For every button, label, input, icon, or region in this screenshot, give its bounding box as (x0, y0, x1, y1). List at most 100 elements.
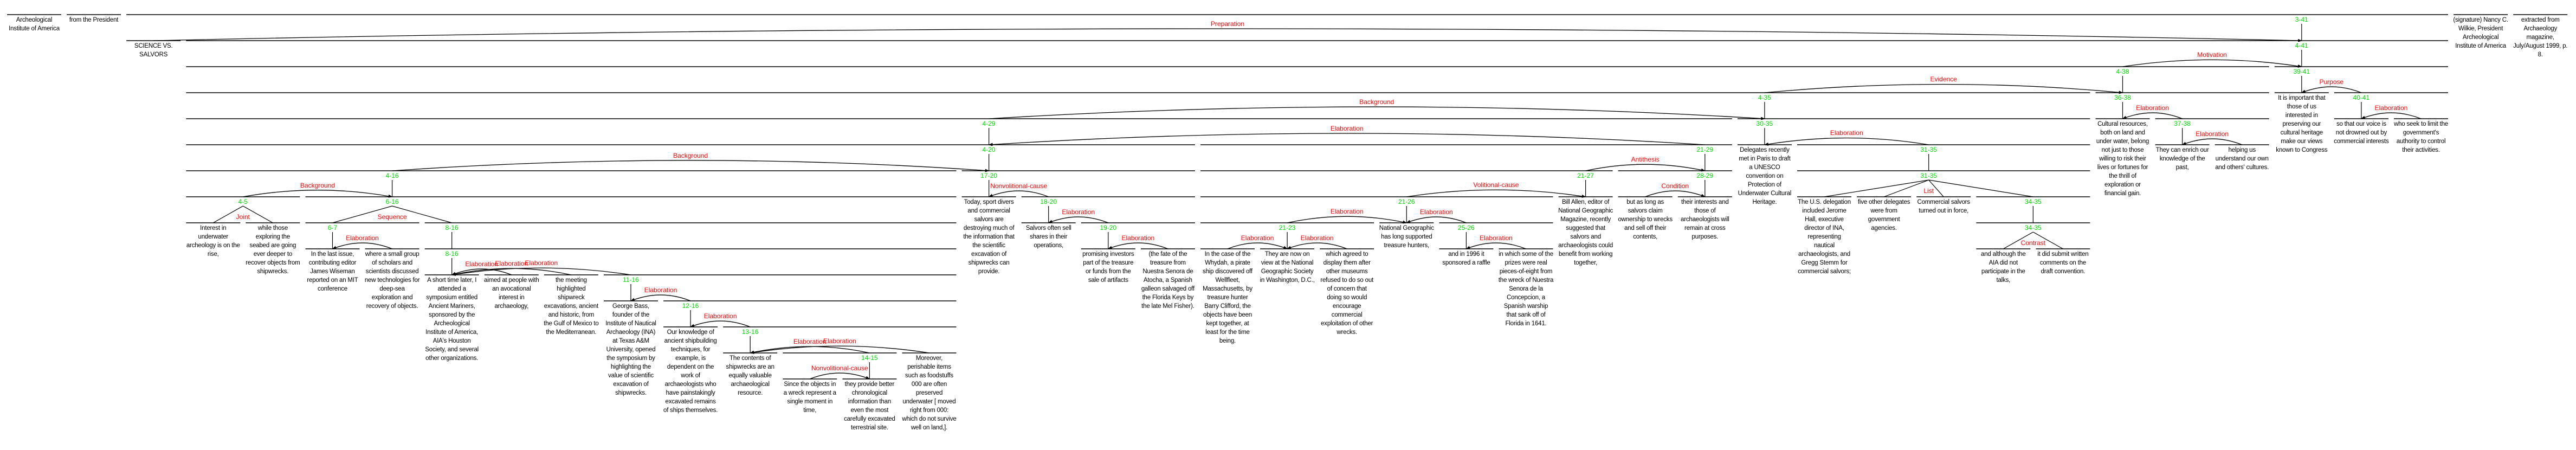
span-label: 21-26 (1397, 198, 1416, 205)
relation-arc (1048, 216, 1109, 223)
text-segment: Delegates recently met in Paris to draft… (1738, 147, 1792, 205)
relation-arc (630, 294, 691, 301)
relation-label: Elaboration (793, 338, 827, 346)
relation-arc (1465, 242, 1526, 249)
text-segment: A short time later, I attended a symposi… (425, 277, 479, 362)
span-label: 34-35 (2024, 198, 2042, 205)
text-segment: The contents of shipwrecks are an equall… (726, 355, 774, 396)
text-segment: who seek to limit the government's autho… (2394, 121, 2448, 153)
span-label: 4-38 (2115, 68, 2130, 75)
relation-arc (332, 242, 392, 249)
relation-arc (1645, 190, 1706, 197)
relation-arc (988, 133, 1705, 146)
span-label: 11-16 (622, 276, 640, 284)
relation-label: Preparation (1210, 20, 1245, 28)
relation-label: Elaboration (1330, 124, 1364, 132)
relation-arc (451, 268, 512, 275)
span-label: 6-7 (327, 224, 338, 232)
text-segment: National Geographic has long supported t… (1379, 225, 1434, 249)
multinuclear-connector (243, 205, 273, 223)
relation-arc (2181, 138, 2242, 145)
relation-arc (451, 267, 631, 276)
relation-label: Elaboration (465, 260, 499, 268)
relation-label: Elaboration (1241, 234, 1274, 242)
span-label: 6-16 (385, 198, 399, 205)
multinuclear-connector (1883, 179, 1929, 197)
relation-label: Elaboration (1419, 208, 1453, 216)
relation-label: Contrast (2020, 239, 2046, 247)
multinuclear-connector (1928, 179, 2033, 197)
span-label: 28-29 (1696, 172, 1714, 179)
span-label: 4-41 (2294, 42, 2309, 49)
relation-label: Joint (236, 213, 250, 221)
span-label: 36-38 (2114, 94, 2132, 101)
relation-arc (750, 345, 929, 354)
span-label: 37-38 (2173, 120, 2191, 127)
relation-label: Elaboration (1480, 234, 1513, 242)
text-segment: They are now on view at the National Geo… (1260, 251, 1315, 284)
relation-arc (1287, 242, 1347, 249)
span-label: 4-20 (982, 146, 996, 153)
text-segment: it did submit written comments on the dr… (2037, 251, 2089, 275)
span-label: 17-20 (980, 172, 998, 179)
relation-label: Elaboration (1062, 208, 1095, 216)
span-label: 25-26 (1457, 224, 1475, 232)
text-segment: their interests and those of archaeologi… (1681, 199, 1729, 240)
relation-label: Background (300, 181, 335, 189)
multinuclear-connector (1928, 179, 1944, 197)
text-segment: Cultural resources, both on land and und… (2096, 121, 2149, 197)
span-label: 4-16 (385, 172, 399, 179)
span-label: 18-20 (1040, 198, 1058, 205)
span-label: 31-35 (1920, 146, 1938, 153)
relation-label: Elaboration (525, 259, 558, 267)
text-segment: Our knowledge of ancient shipbuilding te… (663, 329, 718, 414)
relation-label: Nonvolitional-cause (811, 364, 868, 372)
text-segment: aimed at people with an avocational inte… (484, 277, 539, 310)
relation-label: Elaboration (346, 234, 379, 242)
relation-arc (243, 190, 393, 198)
relation-arc (810, 372, 870, 380)
span-label: 4-29 (982, 120, 996, 127)
relation-label: Elaboration (1300, 234, 1334, 242)
relation-arc (451, 268, 572, 276)
relation-label: Elaboration (2374, 104, 2408, 112)
relation-label: Elaboration (2196, 130, 2229, 138)
relation-label: Nonvolitional-cause (990, 182, 1048, 190)
multinuclear-connector (2033, 232, 2063, 249)
span-label: 3-41 (2294, 16, 2309, 23)
text-segment: (the fate of the treasure from Nuestra S… (1141, 251, 1195, 310)
relation-label: Elaboration (644, 286, 677, 294)
text-segment: from the President (69, 17, 119, 23)
relation-label: Evidence (1930, 75, 1957, 83)
relation-label: Elaboration (2136, 104, 2169, 112)
span-label: 4-35 (1757, 94, 1772, 101)
text-segment: they provide better chronological inform… (844, 381, 895, 431)
relation-arc (2122, 59, 2302, 68)
relation-arc (1585, 164, 1706, 172)
relation-arc (1406, 216, 1467, 223)
span-label: 30-35 (1755, 120, 1774, 127)
text-segment: Moreover, perishable items such as foods… (902, 355, 957, 431)
relation-arc (690, 320, 751, 327)
span-label: 14-15 (861, 354, 879, 362)
relation-label: Elaboration (1121, 234, 1155, 242)
relation-arc (1287, 216, 1408, 224)
multinuclear-connector (392, 205, 452, 223)
relation-label: Background (1359, 98, 1394, 106)
text-segment: Since the objects in a wreck represent a… (783, 381, 836, 414)
relation-arc (1764, 83, 2123, 94)
text-segment: helping us understand our own and others… (2215, 147, 2269, 171)
text-segment: Interest in underwater archeology is on … (186, 225, 240, 258)
span-label: 31-35 (1920, 172, 1938, 179)
text-segment: in which some of the prizes were real pi… (1498, 251, 1554, 327)
relation-label: Antithesis (1631, 156, 1660, 164)
text-segment: Archeological Institute of America (9, 17, 60, 32)
relation-label: Motivation (2197, 51, 2227, 59)
relation-arc (1764, 137, 1929, 146)
text-segment: They can enrich our knowledge of the pas… (2155, 147, 2209, 171)
span-label: 13-16 (741, 328, 759, 336)
relation-arc (1406, 189, 1586, 198)
span-label: 19-20 (1099, 224, 1118, 232)
